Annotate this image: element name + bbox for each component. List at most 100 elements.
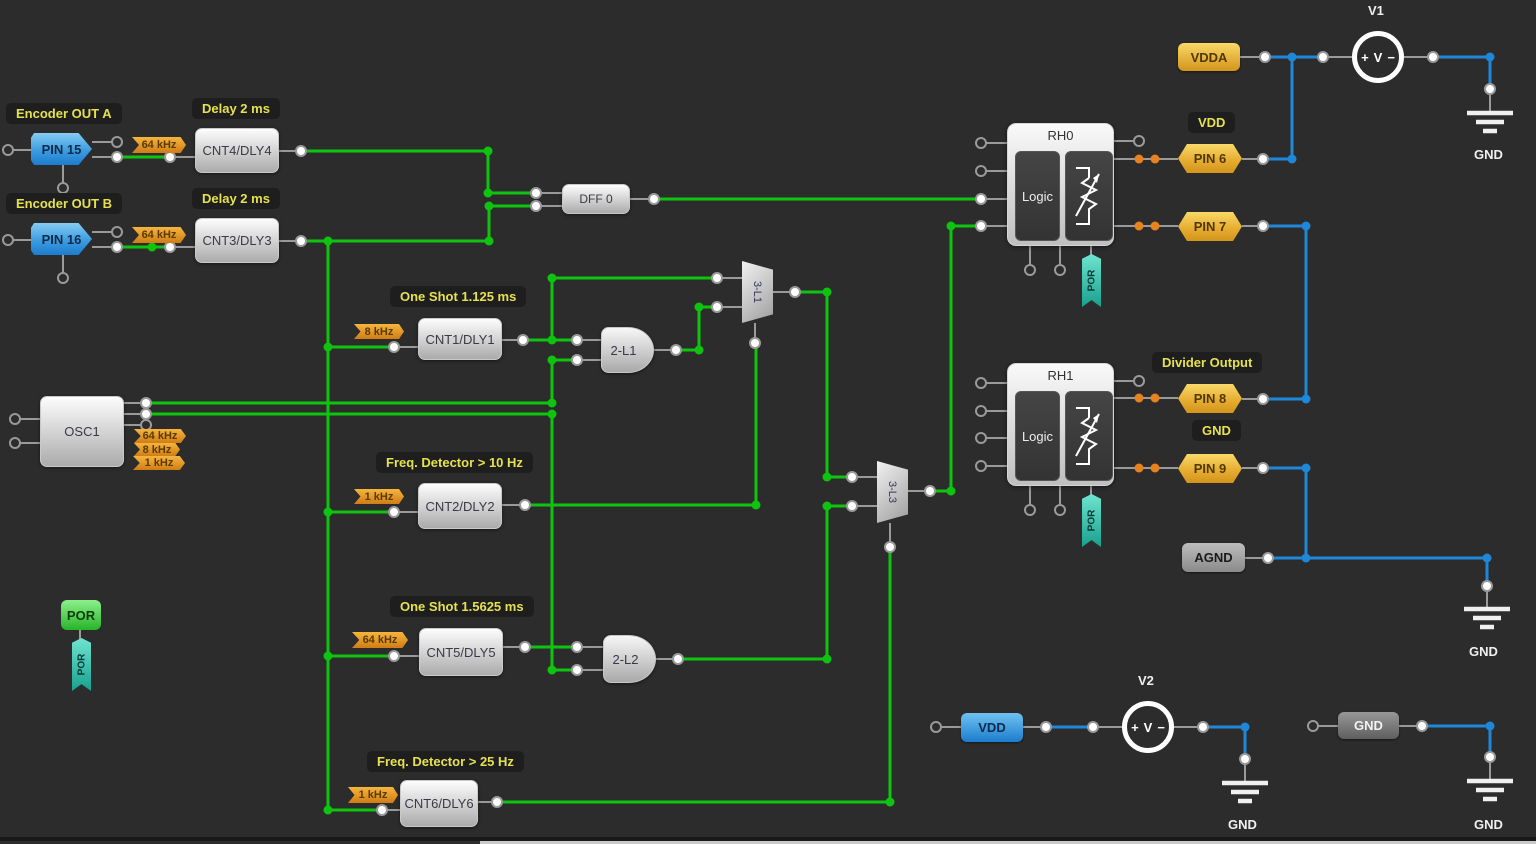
mux-3l1[interactable]: 3-L1 [742,261,773,323]
port[interactable] [1024,504,1036,516]
port[interactable] [1262,552,1274,564]
mux-3l3[interactable]: 3-L3 [877,461,908,523]
port[interactable] [975,220,987,232]
osc-flag-1khz[interactable]: 1 kHz [133,456,185,470]
pin9-block[interactable]: PIN 9 [1178,454,1242,483]
pin15-block[interactable]: PIN 15 [31,133,92,165]
port[interactable] [789,286,801,298]
port[interactable] [846,500,858,512]
block-cnt2-dly2[interactable]: CNT2/DLY2 [418,483,502,529]
wire-osc-2l2[interactable] [146,412,577,672]
ground-symbol[interactable] [1467,110,1513,134]
annotation-vdd[interactable]: VDD [1188,112,1236,133]
agnd-tag[interactable]: AGND [1182,543,1245,572]
port[interactable] [111,241,123,253]
clock-flag-1khz[interactable]: 1 kHz [354,489,404,504]
wire-v2-gnd[interactable] [1203,725,1247,759]
port[interactable] [1239,753,1251,765]
annotation-one-shot-15625[interactable]: One Shot 1.5625 ms [390,596,534,617]
wire-osc-2l1[interactable] [146,358,577,405]
ground-symbol[interactable] [1467,778,1513,802]
pin16-block[interactable]: PIN 16 [31,223,92,255]
port[interactable] [1024,264,1036,276]
wire-pin9-agnd[interactable] [1263,466,1308,558]
annotation-gnd[interactable]: GND [1192,420,1241,441]
por-flag[interactable]: POR [1082,494,1101,547]
port[interactable] [517,334,529,346]
block-rh1[interactable]: RH1 Logic [1007,363,1114,486]
port[interactable] [164,151,176,163]
block-cnt6-dly6[interactable]: CNT6/DLY6 [400,780,478,827]
port[interactable] [2,144,14,156]
wire-cnt4-dff[interactable] [301,149,536,195]
vdda-tag[interactable]: VDDA [1178,43,1240,71]
annotation-divider-output[interactable]: Divider Output [1152,352,1263,373]
port[interactable] [711,272,723,284]
voltage-source-v1[interactable]: +V− [1352,31,1404,83]
port[interactable] [1484,83,1496,95]
pin6-block[interactable]: PIN 6 [1178,144,1242,173]
wire-cnt3-dff[interactable] [301,204,536,243]
port[interactable] [571,354,583,366]
clock-flag-8khz[interactable]: 8 kHz [354,324,404,339]
pin8-block[interactable]: PIN 8 [1178,384,1242,413]
port[interactable] [1257,153,1269,165]
port[interactable] [140,408,152,420]
port[interactable] [1197,721,1209,733]
wire-2l1-3l1[interactable] [676,305,717,352]
port[interactable] [519,641,531,653]
port[interactable] [975,137,987,149]
port[interactable] [1259,51,1271,63]
port[interactable] [749,337,761,349]
port[interactable] [295,235,307,247]
port[interactable] [975,405,987,417]
annotation-encoder-out-a[interactable]: Encoder OUT A [6,103,122,124]
wire-3l1-3l3[interactable] [795,290,852,479]
port[interactable] [1257,462,1269,474]
gate-2l2[interactable]: 2-L2 [603,635,656,683]
port[interactable] [111,136,123,148]
port[interactable] [111,151,123,163]
annotation-delay-2ms-b[interactable]: Delay 2 ms [192,188,280,209]
port[interactable] [9,437,21,449]
wire-3l3-rh0[interactable] [930,224,981,493]
port[interactable] [672,653,684,665]
voltage-source-v2[interactable]: +V− [1122,701,1174,753]
port[interactable] [1040,721,1052,733]
port[interactable] [164,241,176,253]
por-flag[interactable]: POR [1082,254,1101,307]
port[interactable] [571,664,583,676]
block-cnt5-dly5[interactable]: CNT5/DLY5 [419,628,503,676]
osc-flag-8khz[interactable]: 8 kHz [134,443,180,456]
port[interactable] [571,334,583,346]
port[interactable] [530,200,542,212]
clock-flag-64khz[interactable]: 64 kHz [132,137,186,153]
rh1-logic-section[interactable]: Logic [1015,391,1060,481]
port[interactable] [1307,720,1319,732]
port[interactable] [1484,751,1496,763]
port[interactable] [111,226,123,238]
port[interactable] [1317,51,1329,63]
rh1-rheostat-section[interactable] [1065,391,1113,481]
pin7-block[interactable]: PIN 7 [1178,212,1242,241]
port[interactable] [1133,135,1145,147]
port[interactable] [571,641,583,653]
osc-flag-64khz[interactable]: 64 kHz [134,429,186,443]
port[interactable] [648,193,660,205]
port[interactable] [670,344,682,356]
port[interactable] [519,499,531,511]
ground-symbol[interactable] [1222,780,1268,804]
gnd-tag[interactable]: GND [1338,712,1399,739]
port[interactable] [1133,375,1145,387]
port[interactable] [295,145,307,157]
port[interactable] [530,187,542,199]
ground-symbol[interactable] [1464,606,1510,630]
port[interactable] [975,165,987,177]
port[interactable] [1087,721,1099,733]
annotation-encoder-out-b[interactable]: Encoder OUT B [6,193,123,214]
block-cnt1-dly1[interactable]: CNT1/DLY1 [418,318,502,360]
port[interactable] [140,397,152,409]
vdd-tag[interactable]: VDD [961,713,1023,742]
block-cnt4-dly4[interactable]: CNT4/DLY4 [195,128,279,173]
